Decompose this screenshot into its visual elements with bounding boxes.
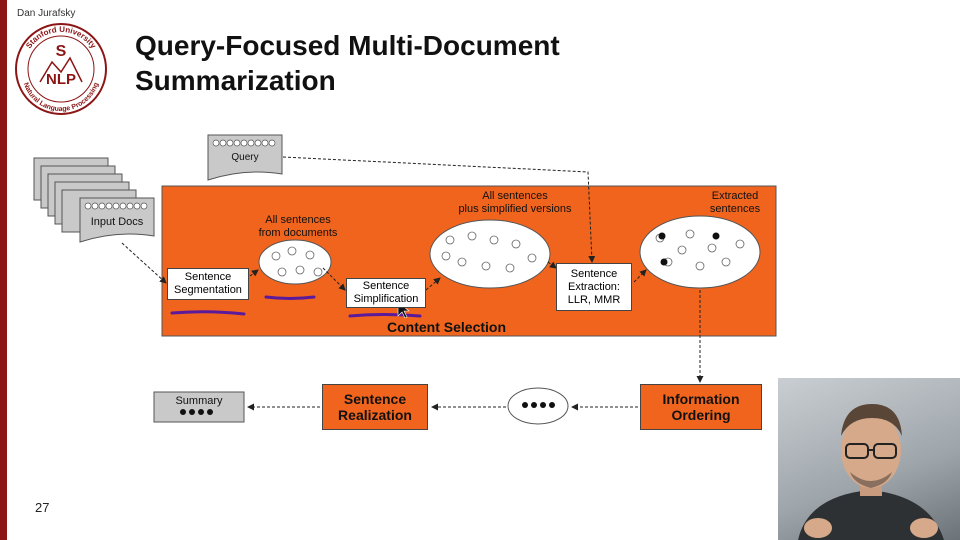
sentence-realization-box: Sentence Realization [322, 384, 428, 430]
presenter-figure [798, 404, 944, 540]
extraction-line-2: Extraction: [568, 280, 620, 293]
extraction-line-3: LLR, MMR [567, 293, 621, 306]
ordered-dots [522, 402, 555, 408]
pen-annotations [170, 295, 422, 318]
information-ordering-box: Information Ordering [640, 384, 762, 430]
simplification-line-2: Simplification [353, 293, 419, 305]
realization-line-2: Realization [338, 407, 412, 423]
stanford-nlp-logo: Stanford University Natural Language Pro… [15, 23, 107, 115]
segmentation-line-2: Segmentation [174, 284, 242, 296]
input-docs-label: Input Docs [90, 216, 144, 228]
cloud-all-sentences [258, 239, 332, 285]
svg-text:NLP: NLP [46, 71, 76, 88]
all-sentences-line-1: All sentences [265, 214, 331, 226]
sentence-segmentation-box: Sentence Segmentation [167, 268, 249, 300]
title-line-1: Query-Focused Multi-Document [135, 30, 560, 61]
summary-label: Summary [175, 395, 223, 407]
extracted-label: Extracted sentences [690, 190, 780, 216]
all-plus-simplified-line-2: plus simplified versions [458, 203, 572, 215]
content-selection-label: Content Selection [387, 319, 507, 335]
title-line-2: Summarization [135, 65, 336, 96]
sentence-dots [271, 229, 745, 277]
ordering-line-1: Information [662, 391, 740, 407]
summary-box-shape [153, 391, 245, 423]
slide-title: Query-Focused Multi-Document Summarizati… [135, 28, 560, 98]
all-plus-simplified-label: All sentences plus simplified versions [440, 190, 590, 216]
input-docs-stack [33, 157, 155, 243]
sentence-extraction-box: Sentence Extraction: LLR, MMR [556, 263, 632, 311]
realization-line-1: Sentence [343, 391, 407, 407]
extracted-line-2: sentences [709, 203, 761, 215]
page-number: 27 [35, 500, 50, 515]
query-label: Query [231, 152, 259, 163]
slide-left-accent-bar [0, 0, 7, 540]
svg-text:S: S [56, 43, 67, 60]
cloud-ordered-bubble [507, 387, 569, 425]
all-sentences-line-2: from documents [258, 227, 338, 239]
ordering-line-2: Ordering [671, 407, 731, 423]
segmentation-line-1: Sentence [184, 271, 232, 283]
query-doc-shape [207, 134, 283, 181]
presenter-webcam [778, 378, 960, 540]
sentence-simplification-box: Sentence Simplification [346, 278, 426, 308]
author-name: Dan Jurafsky [17, 8, 76, 19]
cloud-extracted [639, 215, 761, 289]
extracted-sentence-dots [658, 232, 720, 266]
simplification-line-1: Sentence [362, 280, 410, 292]
cloud-all-plus-simplified [429, 219, 551, 289]
all-sentences-label: All sentences from documents [238, 214, 358, 240]
all-plus-simplified-line-1: All sentences [482, 190, 548, 202]
extracted-line-1: Extracted [711, 190, 759, 202]
extraction-line-1: Sentence [570, 267, 618, 280]
